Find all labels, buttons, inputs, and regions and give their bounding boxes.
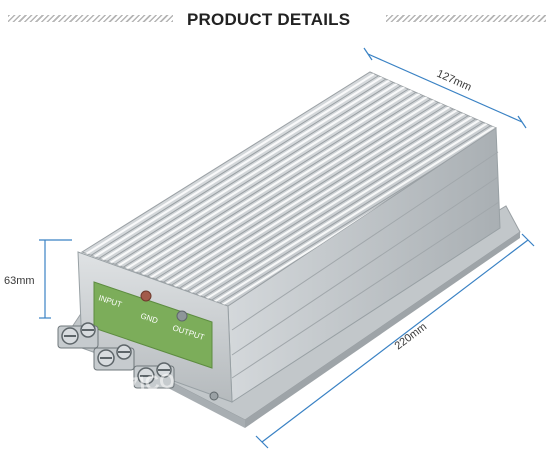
flange-edge	[245, 232, 520, 428]
heatsink-fin-shadows	[89, 75, 496, 305]
screw-bottom	[209, 391, 219, 401]
length-dimension-label: 220mm	[393, 321, 430, 353]
header-hatch-left	[8, 15, 173, 22]
terminal-block-1	[57, 322, 99, 349]
terminal-panel	[93, 281, 213, 369]
heatsink-fins	[85, 73, 496, 306]
width-dimension-label: 127mm	[435, 68, 473, 94]
height-dimension-label: 63mm	[4, 275, 35, 287]
page-title: PRODUCT DETAILS	[187, 10, 351, 29]
dimension-width	[363, 47, 527, 129]
side-fin-shading	[231, 151, 500, 379]
terminal-block-2	[93, 344, 135, 371]
watermark: ZICO	[126, 370, 176, 397]
screw-top	[140, 290, 152, 302]
screw-right	[176, 310, 188, 322]
dimension-length	[255, 233, 535, 449]
section-header: PRODUCT DETAILS	[0, 0, 554, 44]
dimension-height	[39, 239, 72, 319]
header-hatch-right	[386, 15, 546, 22]
terminal-block-3	[133, 362, 175, 389]
